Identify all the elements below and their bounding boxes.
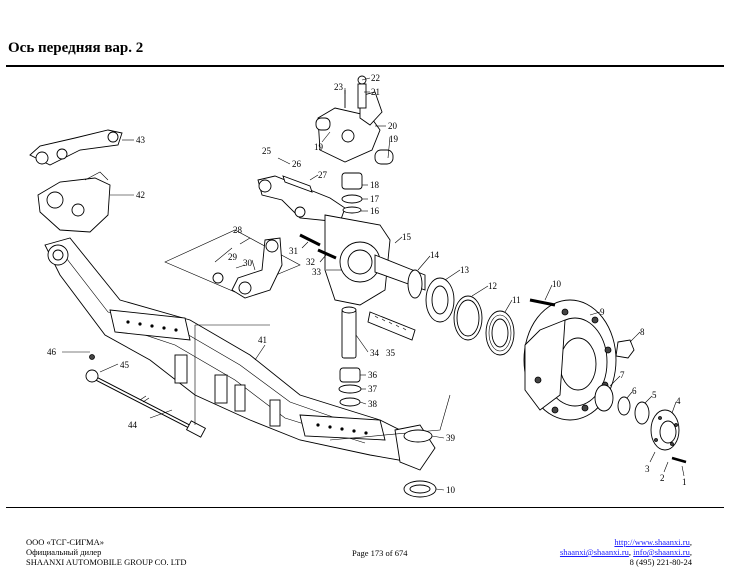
ring-16: [342, 206, 362, 214]
page-title: Ось передняя вар. 2: [8, 40, 144, 56]
callout-27: 27: [318, 170, 328, 180]
callout-12: 12: [488, 281, 497, 291]
phone-number: 8 (495) 221-80-24: [629, 557, 692, 567]
callout-34: 34: [370, 348, 380, 358]
nut-8: [615, 339, 635, 359]
callout-2: 2: [660, 473, 665, 483]
washer-37: [338, 384, 362, 394]
callout-20: 20: [388, 121, 398, 131]
footer-rule: [6, 507, 724, 508]
callout-23: 23: [334, 82, 344, 92]
url-separator: ,: [689, 537, 692, 547]
callout-10-lower: 10: [446, 485, 456, 495]
callout-26: 26: [292, 159, 302, 169]
callout-32: 32: [306, 257, 315, 267]
callout-15: 15: [402, 232, 412, 242]
upper-knuckle: [315, 75, 394, 165]
callout-10-upper: 10: [552, 279, 562, 289]
washer-39: [403, 429, 433, 443]
washer-17: [341, 194, 363, 204]
bushing-36: [339, 367, 361, 383]
steering-knuckle: [324, 214, 426, 341]
ring-38: [339, 397, 361, 407]
callout-46: 46: [47, 347, 57, 357]
callout-29: 29: [228, 252, 238, 262]
email-end: ,: [689, 547, 692, 557]
callout-41: 41: [258, 335, 267, 345]
footer-dealer: Официальный дилер: [26, 547, 102, 557]
website-link[interactable]: http://www.shaanxi.ru: [614, 537, 690, 547]
callout-25: 25: [262, 146, 272, 156]
callout-45: 45: [120, 360, 130, 370]
callout-44: 44: [128, 420, 138, 430]
steering-arm-27: [257, 175, 346, 223]
arm-30: [212, 237, 283, 299]
axle-beam: [44, 237, 436, 471]
callout-42: 42: [136, 190, 145, 200]
callout-4: 4: [676, 396, 681, 406]
callout-13: 13: [460, 265, 470, 275]
callout-43: 43: [136, 135, 146, 145]
footer-contacts: http://www.shaanxi.ru, shaanxi@shaanxi.r…: [560, 537, 692, 567]
callout-37: 37: [368, 384, 378, 394]
ring-12: [453, 295, 483, 341]
bracket-42: [37, 171, 111, 233]
callout-33: 33: [312, 267, 322, 277]
callout-8: 8: [640, 327, 645, 337]
cap-4: [650, 409, 680, 451]
seal-13: [425, 277, 455, 323]
footer-group: SHAANXI AUTOMOBILE GROUP CO. LTD: [26, 557, 187, 567]
callout-28: 28: [233, 225, 243, 235]
callout-16: 16: [370, 206, 380, 216]
callout-19-right: 19: [389, 134, 399, 144]
bushing-18: [341, 172, 363, 190]
exploded-diagram: 43 42 46 45 44 41 22 21 23 20 19 19 25 2…: [29, 73, 687, 498]
arm-43: [29, 129, 123, 166]
page-number: Page 173 of 674: [352, 548, 408, 558]
callout-1: 1: [682, 477, 687, 487]
footer-company-name: ООО «ТСГ-СИГМА»: [26, 537, 104, 547]
tie-rod: [85, 354, 207, 438]
callout-39: 39: [446, 433, 456, 443]
wheel-hub: [523, 299, 617, 421]
seal-14: [407, 269, 423, 299]
bearing-11: [485, 310, 515, 356]
callout-17: 17: [370, 194, 380, 204]
callout-38: 38: [368, 399, 378, 409]
callout-7: 7: [620, 370, 625, 380]
callout-5: 5: [652, 390, 657, 400]
email-link-info[interactable]: info@shaanxi.ru: [633, 547, 690, 557]
email-link-shaanxi[interactable]: shaanxi@shaanxi.ru: [559, 547, 629, 557]
callout-11: 11: [512, 295, 521, 305]
callout-21: 21: [371, 87, 380, 97]
callout-36: 36: [368, 370, 378, 380]
header-rule: [6, 65, 724, 67]
callout-22: 22: [371, 73, 380, 83]
callout-31: 31: [289, 246, 298, 256]
callout-14: 14: [430, 250, 440, 260]
callout-35: 35: [386, 348, 396, 358]
kingpin-34: [341, 306, 357, 359]
email-separator: ,: [628, 547, 634, 557]
callout-18: 18: [370, 180, 380, 190]
footer-company: ООО «ТСГ-СИГМА» Официальный дилер SHAANX…: [26, 537, 187, 567]
callout-9: 9: [600, 307, 605, 317]
callout-19-left: 19: [314, 142, 324, 152]
callout-30: 30: [243, 258, 253, 268]
callout-6: 6: [632, 386, 637, 396]
callout-3: 3: [645, 464, 650, 474]
seal-10-lower: [403, 480, 437, 498]
